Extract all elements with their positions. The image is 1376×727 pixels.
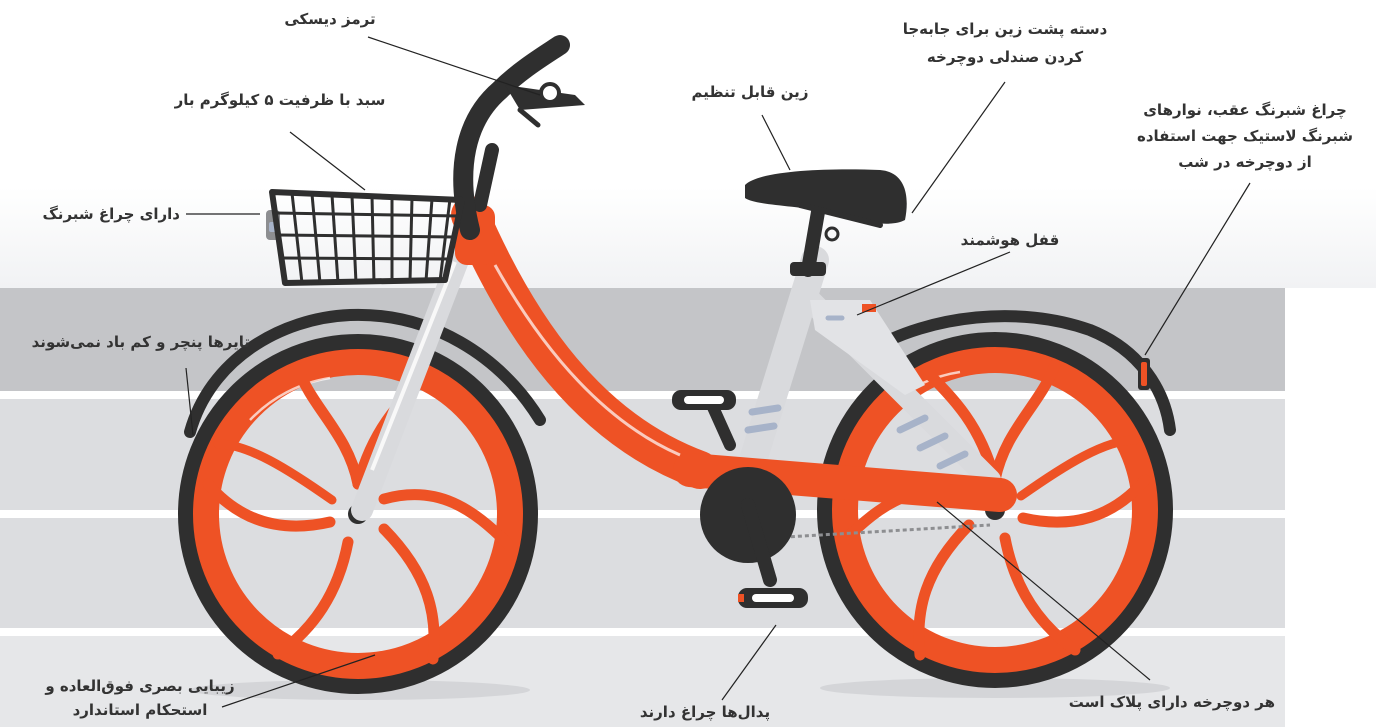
pedal-top (672, 390, 736, 445)
saddle (745, 169, 907, 223)
smart-lock-box (810, 300, 925, 395)
brake-lever-hub (541, 84, 559, 102)
label-puncture-proof-tires: تایرها پنچر و کم باد نمی‌شوند (0, 330, 250, 354)
label-pedals: پدال‌ها چراغ دارند (630, 700, 780, 724)
label-adjustable-seat: زین قابل تنظیم (680, 80, 820, 104)
label-rear-reflector-line1: چراغ شبرنگ عقب، نوارهای (1120, 98, 1370, 122)
label-seat-handle-line1: دسته پشت زین برای جابه‌جا (880, 17, 1130, 41)
label-smart-lock: قفل هوشمند (950, 228, 1070, 252)
label-beauty-line2: استحکام استاندارد (10, 698, 270, 722)
stem (480, 150, 492, 205)
label-beauty-line1: زیبایی بصری فوق‌العاده و (10, 674, 270, 698)
seat-post (808, 212, 818, 270)
seat-clamp (826, 228, 838, 240)
label-disc-brake: ترمز دیسکی (265, 7, 395, 31)
label-rear-reflector-line2: شبرنگ لاستیک جهت استفاده (1120, 124, 1370, 148)
label-seat-handle-line2: کردن صندلی دوچرخه (880, 45, 1130, 69)
label-basket: سبد با ظرفیت ۵ کیلوگرم بار (160, 88, 400, 112)
label-license-plate: هر دوچرخه دارای پلاک است (1070, 690, 1275, 714)
basket (266, 192, 462, 283)
pedal-bottom (738, 588, 808, 608)
label-rear-reflector-line3: از دوچرخه در شب (1120, 150, 1370, 174)
label-front-reflector: دارای چراغ شبرنگ (20, 202, 180, 226)
